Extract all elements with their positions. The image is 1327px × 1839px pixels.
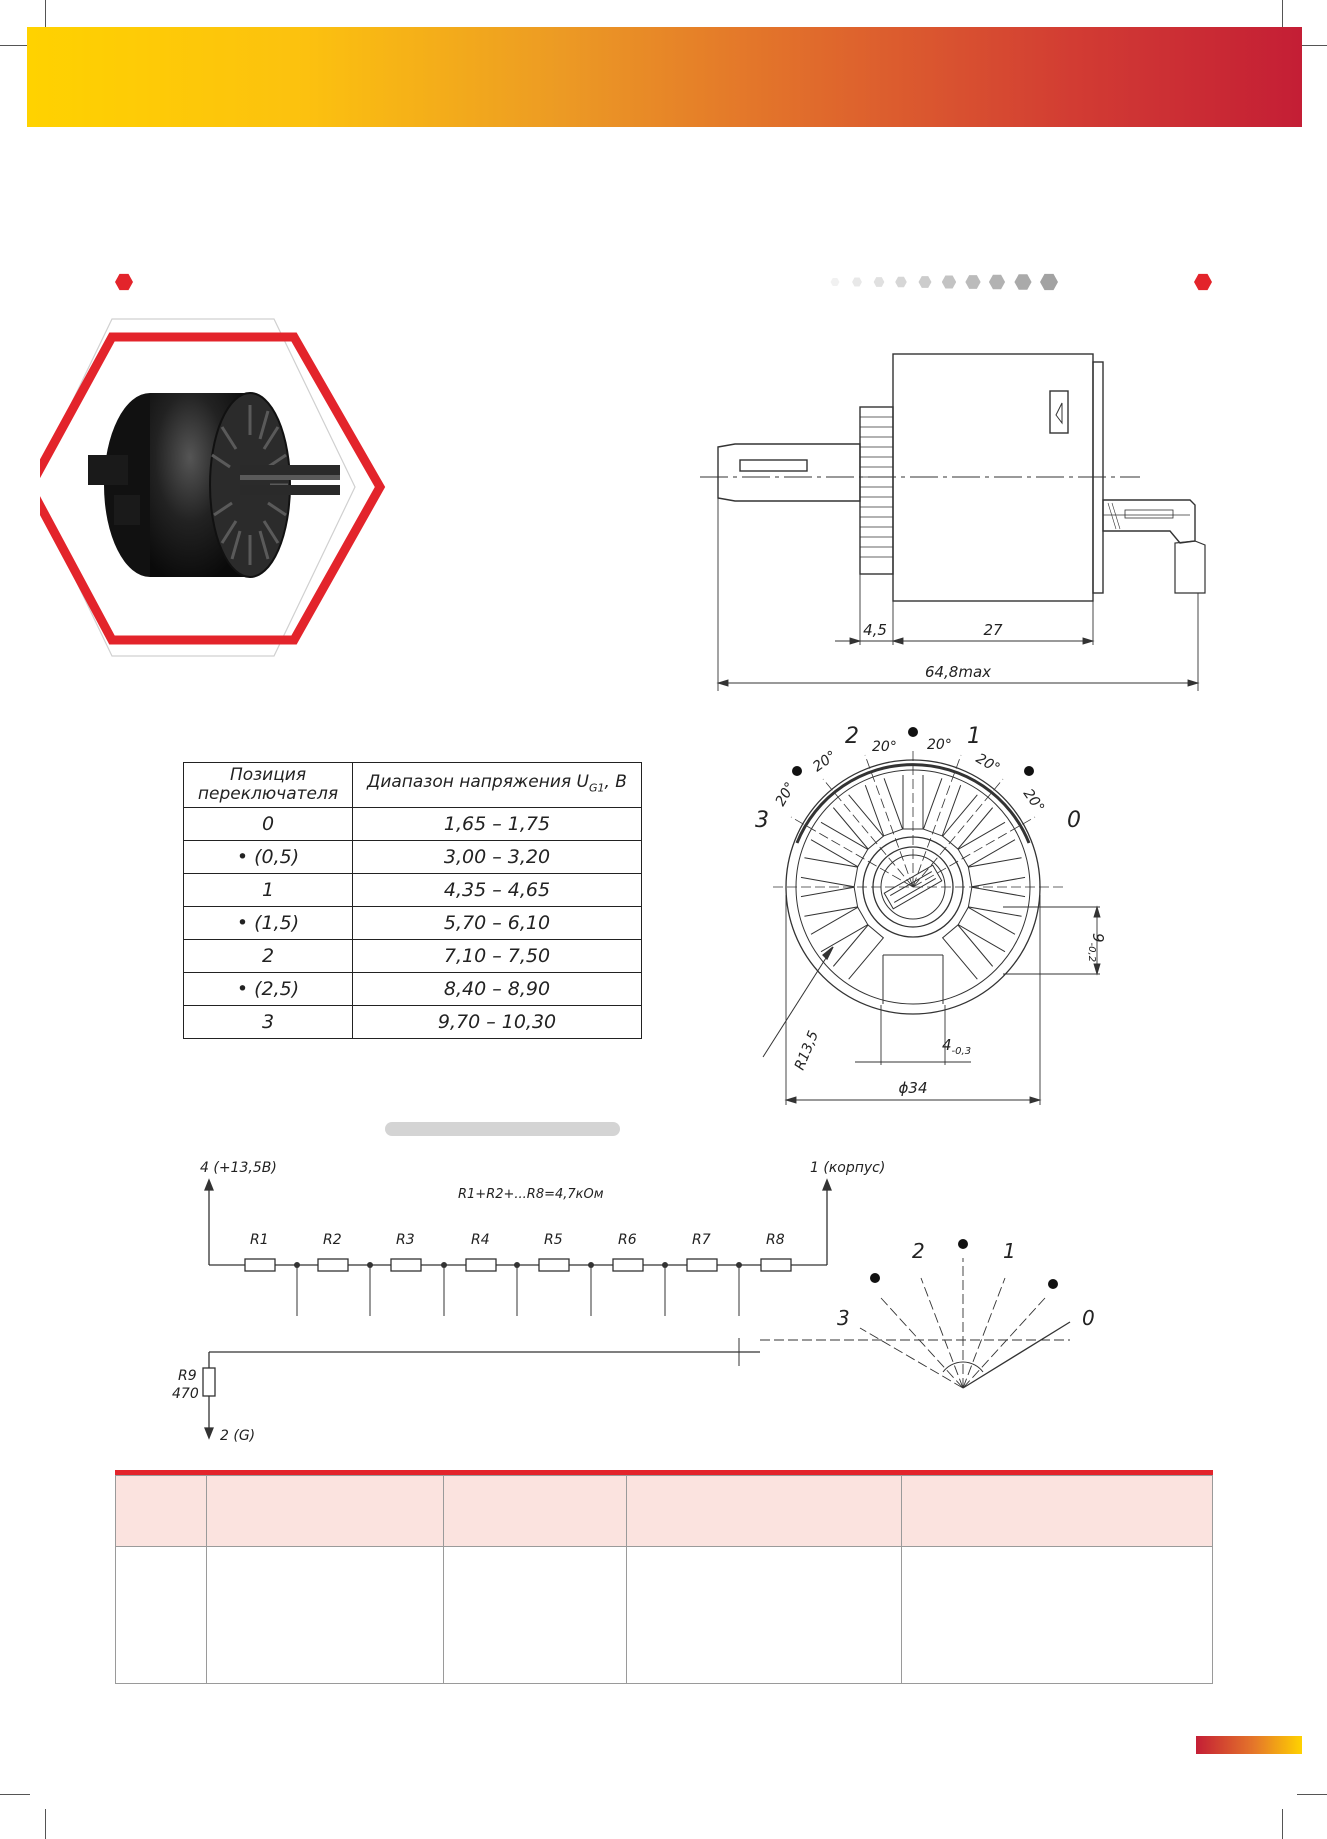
resistor-label: R2 <box>323 1232 342 1248</box>
resistor-label: R8 <box>766 1232 785 1248</box>
dim-diameter-label: ϕ34 <box>899 1079 928 1097</box>
crop-mark <box>45 1809 46 1839</box>
switch-body <box>88 392 340 578</box>
dot-hex <box>918 276 932 288</box>
position-voltage-table: Позиция переключателя Диапазон напряжени… <box>183 762 642 1039</box>
dim-slot-label: 4-0,3 <box>942 1036 971 1057</box>
crop-mark <box>0 45 30 46</box>
front-view-drawing: 3 2 1 0 20° 20° 20° 20° 20° 20° 9-0,2 R1… <box>755 724 1107 1105</box>
red-hex-marker-right <box>1194 273 1212 291</box>
section-divider-pill <box>385 1122 620 1136</box>
crop-mark <box>45 0 46 30</box>
supply-label: 4 (+13,5В) <box>200 1160 277 1176</box>
crop-mark <box>0 1794 30 1795</box>
output-label: 2 (G) <box>220 1428 255 1444</box>
header-range: Диапазон напряжения UG1, В <box>352 762 642 808</box>
red-hex-marker-left <box>115 273 133 291</box>
dot-hex <box>873 277 885 287</box>
dot-hex <box>1040 273 1058 291</box>
schematic-pos-label: 0 <box>1082 1306 1095 1330</box>
resistor-label: R4 <box>471 1232 490 1248</box>
top-banner <box>27 27 1302 127</box>
side-view-drawing: 4,5 27 64,8max <box>700 353 1206 691</box>
dot-hex <box>895 276 907 288</box>
ground-label: 1 (корпус) <box>810 1160 885 1176</box>
header-position: Позиция переключателя <box>183 762 353 808</box>
angle-label: 20° <box>773 779 799 809</box>
dot-hex <box>965 275 981 289</box>
dim-label-a: 4,5 <box>863 621 887 639</box>
angle-label: 20° <box>973 751 1003 777</box>
dot-hex <box>988 274 1006 290</box>
dot-hex <box>1014 274 1032 290</box>
circuit-schematic: 4 (+13,5В) 1 (корпус) R1+R2+...R8=4,7кОм… <box>172 1160 1095 1444</box>
crop-mark <box>1297 45 1327 46</box>
dot-hex <box>830 277 840 287</box>
resistor-label: R5 <box>544 1232 563 1248</box>
table-row <box>115 1546 1213 1684</box>
resistor-label: R3 <box>396 1232 415 1248</box>
r9-value: 470 <box>172 1386 199 1402</box>
front-pos-label: 2 <box>845 724 859 749</box>
table-row: • (2,5)8,40 – 8,90 <box>183 972 642 1006</box>
schematic-pos-label: 3 <box>837 1306 850 1330</box>
progress-dots <box>826 273 1062 291</box>
dim-label-b: 27 <box>983 621 1003 639</box>
front-pos-label: 1 <box>967 724 981 749</box>
crop-mark <box>1282 0 1283 30</box>
footer-bar <box>1196 1736 1302 1754</box>
sum-label: R1+R2+...R8=4,7кОм <box>458 1187 604 1202</box>
resistor-label: R7 <box>692 1232 711 1248</box>
table-row: • (0,5)3,00 – 3,20 <box>183 840 642 874</box>
product-photo <box>40 318 386 657</box>
spec-table-top-rule <box>115 1470 1213 1475</box>
front-pos-label: 0 <box>1067 808 1081 833</box>
schematic-pos-label: 1 <box>1003 1239 1016 1263</box>
r9-label: R9 <box>178 1368 197 1384</box>
crop-mark <box>1297 1794 1327 1795</box>
spec-table <box>115 1475 1213 1684</box>
crop-mark <box>1282 1809 1283 1839</box>
table-row: • (1,5)5,70 – 6,10 <box>183 906 642 940</box>
angle-label: 20° <box>872 739 897 755</box>
angle-label: 20° <box>927 737 952 753</box>
dot-hex <box>852 277 862 287</box>
dim-height-label: 9-0,2 <box>1086 933 1107 962</box>
dot-hex <box>941 275 957 289</box>
dim-radius-label: R13,5 <box>792 1028 822 1072</box>
angle-label: 20° <box>1020 786 1047 816</box>
front-pos-label: 3 <box>755 808 769 833</box>
resistor-label: R6 <box>618 1232 637 1248</box>
resistor-label: R1 <box>250 1232 269 1248</box>
angle-label: 20° <box>810 748 840 775</box>
schematic-pos-label: 2 <box>912 1239 925 1263</box>
table-row <box>115 1475 1213 1547</box>
dim-label-total: 64,8max <box>925 663 991 681</box>
